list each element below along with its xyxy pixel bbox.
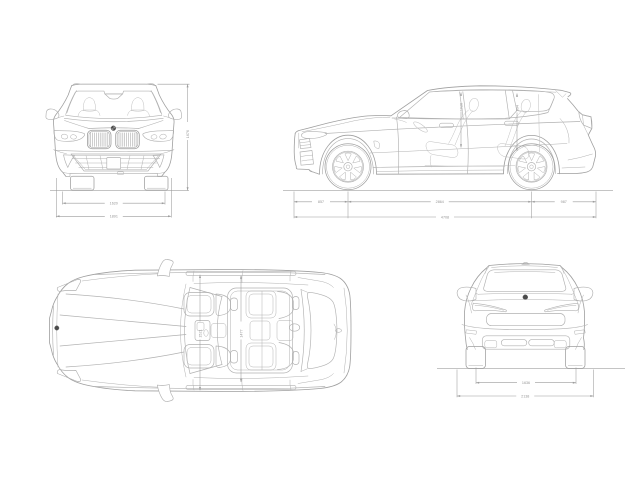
svg-text:1477: 1477 (239, 329, 243, 337)
svg-text:1676: 1676 (186, 130, 190, 138)
svg-text:994: 994 (515, 105, 519, 111)
svg-text:987: 987 (561, 200, 567, 204)
svg-text:1026: 1026 (459, 103, 463, 111)
svg-text:4708: 4708 (441, 215, 449, 219)
svg-text:1636: 1636 (522, 381, 530, 385)
svg-text:1891: 1891 (110, 215, 118, 219)
svg-text:2138: 2138 (521, 394, 529, 398)
svg-text:2864: 2864 (436, 200, 444, 204)
svg-text:1521: 1521 (198, 329, 202, 337)
svg-text:1620: 1620 (110, 202, 118, 206)
svg-text:857: 857 (318, 200, 324, 204)
